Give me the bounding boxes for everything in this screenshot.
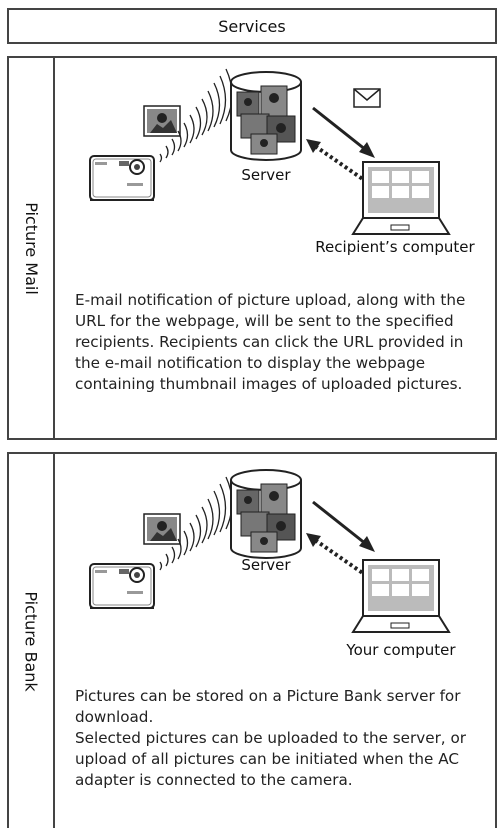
recipient-computer-label: Recipient’s computer [315, 238, 475, 256]
picture-bank-illustration: Server Your computer [89, 469, 456, 659]
picture-mail-illustration: Server Recipient’s compu [89, 68, 476, 256]
picture-bank-description-line-1: Pictures can be stored on a Picture Bank… [75, 687, 461, 726]
picture-mail-description: E-mail notification of picture upload, a… [75, 290, 485, 395]
picture-mail-label: Picture Mail [21, 201, 41, 295]
photo-icon [143, 105, 181, 137]
server-icon [230, 469, 302, 559]
picture-bank-label: Picture Bank [21, 590, 41, 692]
picture-mail-description-text: E-mail notification of picture upload, a… [75, 291, 466, 393]
download-arrow-icon [306, 533, 369, 578]
envelope-icon [353, 88, 381, 108]
laptop-icon [351, 559, 451, 633]
photo-icon [143, 513, 181, 545]
camera-icon [89, 563, 155, 609]
picture-bank-side-label: Picture Bank [9, 454, 53, 828]
camera-icon [89, 155, 155, 201]
panel-divider [53, 454, 55, 828]
upload-arrow-icon [312, 500, 375, 552]
picture-bank-panel: Picture Bank [7, 452, 497, 828]
services-title: Services [218, 16, 286, 36]
laptop-icon [351, 161, 451, 235]
server-icon [230, 71, 302, 161]
services-header: Services [7, 8, 497, 44]
download-arrow-icon [306, 139, 369, 184]
picture-bank-description-line-2: Selected pictures can be uploaded to the… [75, 729, 467, 789]
picture-mail-panel: Picture Mail [7, 56, 497, 440]
server-label: Server [241, 166, 291, 184]
your-computer-label: Your computer [345, 641, 456, 659]
server-label: Server [241, 556, 291, 574]
wireless-signal-icon [159, 68, 233, 163]
picture-mail-side-label: Picture Mail [9, 58, 53, 438]
panel-divider [53, 58, 55, 438]
upload-arrow-icon [312, 106, 375, 158]
picture-bank-description: Pictures can be stored on a Picture Bank… [75, 686, 485, 791]
